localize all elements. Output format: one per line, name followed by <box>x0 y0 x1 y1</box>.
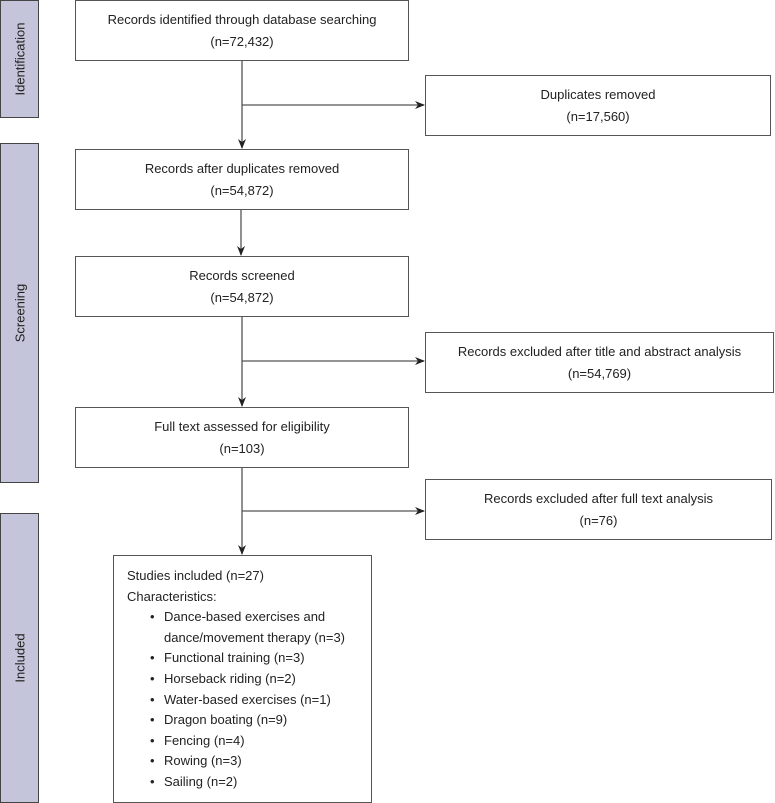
box-count: (n=54,769) <box>567 365 632 381</box>
box-count: (n=103) <box>219 440 265 456</box>
box-studies-included: Studies included (n=27) Characteristics:… <box>113 555 372 803</box>
box-label: Records excluded after title and abstrac… <box>457 343 742 359</box>
list-item: Functional training (n=3) <box>150 648 371 669</box>
box-after-duplicates: Records after duplicates removed (n=54,8… <box>75 149 409 210</box>
box-excluded-title-abstract: Records excluded after title and abstrac… <box>425 332 774 393</box>
list-item: Sailing (n=2) <box>150 772 371 793</box>
box-label: Duplicates removed <box>540 86 656 102</box>
box-label: Records identified through database sear… <box>107 11 377 27</box>
box-full-text-assessed: Full text assessed for eligibility (n=10… <box>75 407 409 468</box>
box-label: Records after duplicates removed <box>144 160 340 176</box>
phase-screening: Screening <box>0 143 39 483</box>
list-item: Rowing (n=3) <box>150 751 371 772</box>
box-count: (n=54,872) <box>210 182 274 198</box>
list-item: Fencing (n=4) <box>150 731 371 752</box>
box-label: Records excluded after full text analysi… <box>483 490 714 506</box>
characteristics-list: Dance-based exercises and dance/movement… <box>127 607 371 792</box>
box-records-identified: Records identified through database sear… <box>75 0 409 61</box>
included-subtitle: Characteristics: <box>127 588 217 604</box>
box-excluded-full-text: Records excluded after full text analysi… <box>425 479 772 540</box>
box-count: (n=17,560) <box>566 108 630 124</box>
box-label: Full text assessed for eligibility <box>154 418 330 434</box>
box-count: (n=76) <box>579 512 618 528</box>
list-item: Dragon boating (n=9) <box>150 710 371 731</box>
box-records-screened: Records screened (n=54,872) <box>75 256 409 317</box>
list-item: Dance-based exercises and dance/movement… <box>150 607 371 648</box>
box-count: (n=72,432) <box>210 33 274 49</box>
list-item: Horseback riding (n=2) <box>150 669 371 690</box>
box-label: Records screened <box>189 267 295 283</box>
phase-identification: Identification <box>0 0 39 118</box>
included-title: Studies included (n=27) <box>127 568 264 583</box>
list-item: Water-based exercises (n=1) <box>150 690 371 711</box>
box-duplicates-removed: Duplicates removed (n=17,560) <box>425 75 771 136</box>
box-count: (n=54,872) <box>210 289 274 305</box>
